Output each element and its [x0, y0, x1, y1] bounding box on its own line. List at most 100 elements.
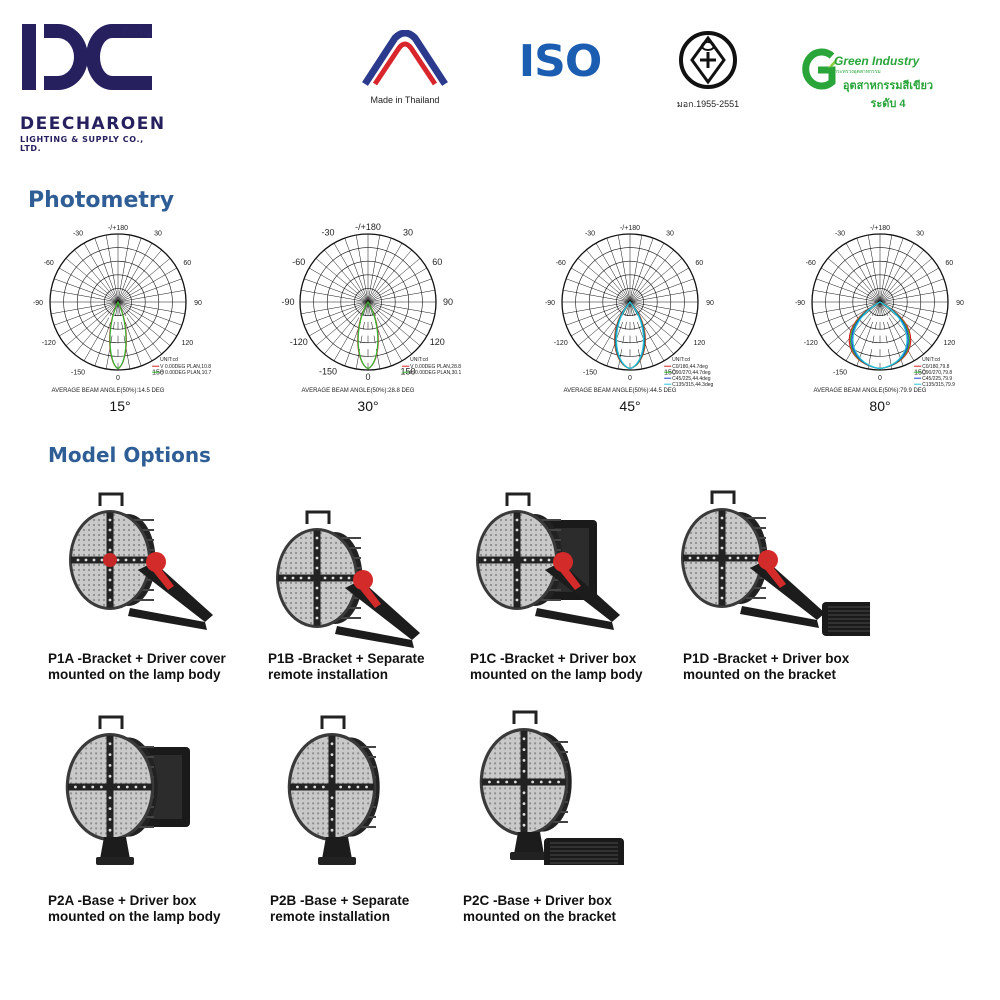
brand-name: DEECHAROEN	[20, 114, 166, 134]
model-caption-line: mounted on the bracket	[683, 667, 837, 682]
polar-bottom-label: 0	[116, 375, 120, 382]
made-in-thailand-icon	[362, 29, 448, 86]
polar-left-label: -150	[71, 369, 85, 376]
polar-legend-entry: V 0.00DEG PLAN,10.8	[160, 364, 211, 370]
polar-beam-angle: AVERAGE BEAM ANGLE(50%):79.9 DEG	[814, 388, 927, 394]
polar-left-label: -150	[583, 369, 597, 376]
polar-right-label: 90	[194, 300, 202, 307]
polar-beam-angle: AVERAGE BEAM ANGLE(50%):44.5 DEG	[564, 388, 677, 394]
dc-logo-icon	[22, 24, 152, 90]
model-caption-line: mounted on the lamp body	[48, 909, 221, 924]
polar-beam-curve	[615, 301, 645, 370]
tis-label: มอก.1955-2551	[676, 99, 740, 109]
polar-left-label: -150	[833, 369, 847, 376]
polar-left-label: -120	[804, 340, 818, 347]
brand-subtitle: LIGHTING & SUPPLY CO., LTD.	[20, 135, 144, 153]
polar-left-label: -90	[281, 297, 294, 307]
made-in-thailand-label: Made in Thailand	[370, 95, 440, 105]
polar-angle-caption: 15°	[109, 398, 131, 414]
cert-made-in-thailand: Made in Thailand	[355, 29, 455, 105]
polar-right-label: 30	[154, 231, 162, 238]
polar-unit: UNIT:cd	[160, 357, 178, 363]
polar-left-label: -120	[42, 340, 56, 347]
floodlight-p1d-image	[681, 490, 870, 636]
polar-right-label: 150	[152, 369, 164, 376]
polar-right-label: 60	[183, 260, 191, 267]
polar-right-label: 60	[432, 257, 442, 267]
polar-right-label: 120	[181, 340, 193, 347]
floodlight-p1a-image	[69, 492, 213, 630]
polar-right-label: 120	[943, 340, 955, 347]
polar-right-label: 150	[914, 369, 926, 376]
polar-legend-entry: C90/270,44.7deg	[672, 370, 711, 376]
model-caption-line: P1A -Bracket + Driver cover	[48, 651, 226, 666]
cert-tis: มอก.1955-2551	[662, 28, 754, 111]
model-caption-line: P1D -Bracket + Driver box	[683, 651, 850, 666]
green-industry-icon	[802, 48, 838, 90]
polar-legend-entry: C0/180,79.8	[922, 364, 949, 370]
polar-left-label: -120	[290, 337, 308, 347]
photometry-title: Photometry	[28, 188, 175, 213]
polar-legend-entry: H 0.00DEG PLAN,10.7	[160, 370, 211, 376]
model-options-title: Model Options	[48, 443, 211, 467]
model-caption-line: mounted on the lamp body	[470, 667, 643, 682]
polar-bottom-label: 0	[878, 375, 882, 382]
polar-angle-caption: 80°	[869, 398, 891, 414]
polar-left-label: -90	[795, 300, 805, 307]
polar-right-label: 90	[706, 300, 714, 307]
polar-left-label: -150	[319, 366, 337, 376]
polar-left-label: -60	[806, 260, 816, 267]
polar-legend-entry: C135/315,79.9	[922, 382, 955, 388]
polar-left-label: -120	[554, 340, 568, 347]
polar-right-label: 90	[956, 300, 964, 307]
floodlight-p1c-image	[476, 492, 620, 630]
polar-top-label: -/+180	[870, 225, 890, 232]
floodlight-p2c-image	[479, 710, 624, 865]
polar-legend-entry: V 0.00DEG PLAN,28.8	[410, 364, 461, 370]
polar-beam-angle: AVERAGE BEAM ANGLE(50%):14.5 DEG	[52, 388, 165, 394]
green-industry-ministry: กระทรวงอุตสาหกรรม	[834, 69, 881, 75]
polar-legend-entry: H 0.00DEG PLAN,30.1	[410, 370, 461, 376]
polar-top-label: -/+180	[355, 222, 381, 232]
polar-right-label: 30	[666, 231, 674, 238]
floodlight-p2b-image	[287, 715, 380, 865]
polar-right-label: 90	[443, 297, 453, 307]
model-caption-line: remote installation	[270, 909, 391, 924]
polar-legend-entry: C45/225,79.9	[922, 376, 952, 382]
polar-right-label: 120	[430, 337, 445, 347]
model-caption-line: mounted on the bracket	[463, 909, 617, 924]
model-caption-line: P2B -Base + Separate	[270, 893, 410, 908]
polar-top-label: -/+180	[620, 225, 640, 232]
model-caption-line: P2C -Base + Driver box	[463, 893, 612, 908]
model-caption-line: P2A -Base + Driver box	[48, 893, 197, 908]
polar-right-label: 150	[664, 369, 676, 376]
polar-unit: UNIT:cd	[922, 357, 940, 363]
company-logo: ดีเจริญ DEECHAROEN LIGHTING & SUPPLY CO.…	[20, 22, 164, 153]
polar-left-label: -60	[292, 257, 305, 267]
polar-left-label: -30	[835, 231, 845, 238]
tis-standard-icon	[679, 31, 737, 89]
model-caption-line: P1B -Bracket + Separate	[268, 651, 425, 666]
polar-angle-caption: 30°	[357, 398, 379, 414]
polar-right-label: 60	[945, 260, 953, 267]
brand-thai-tag: ดีเจริญ	[122, 27, 152, 38]
polar-top-label: -/+180	[108, 225, 128, 232]
polar-angle-caption: 45°	[619, 398, 641, 414]
green-industry-title: Green Industry	[834, 54, 920, 68]
model-caption-line: P1C -Bracket + Driver box	[470, 651, 637, 666]
green-industry-level: ระดับ 4	[870, 98, 906, 110]
polar-legend-entry: C0/180,44.7deg	[672, 364, 708, 370]
polar-right-label: 120	[693, 340, 705, 347]
polar-left-label: -60	[556, 260, 566, 267]
polar-left-label: -30	[585, 231, 595, 238]
cert-iso: ISO	[505, 40, 615, 84]
